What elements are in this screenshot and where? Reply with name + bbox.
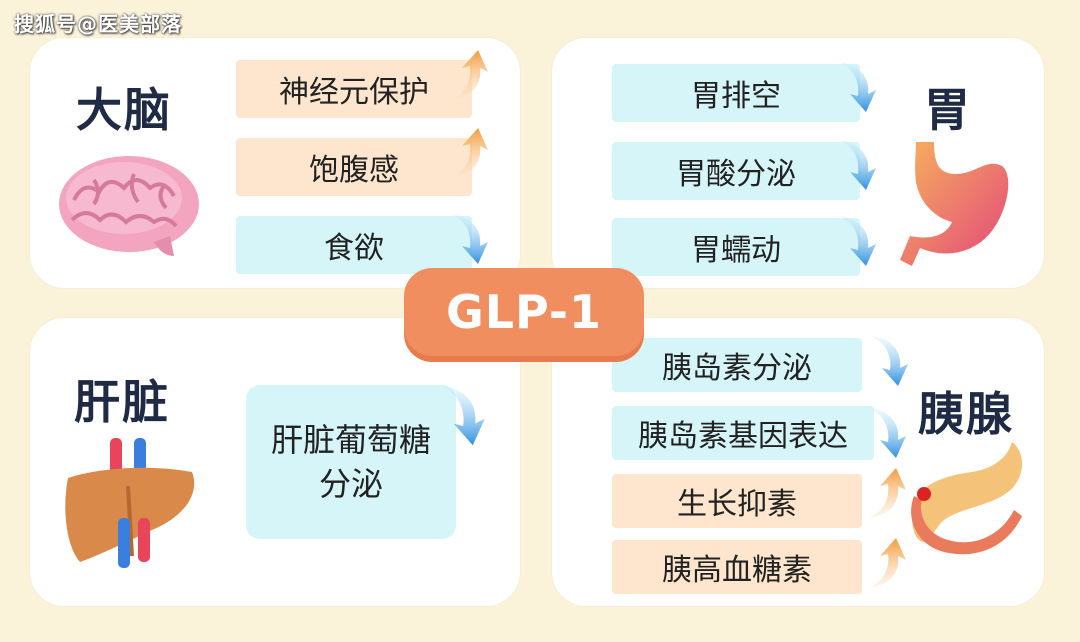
brain-item-satiety: 饱腹感 [236, 138, 472, 196]
stomach-item-label: 胃排空 [691, 79, 781, 114]
stomach-title: 胃 [924, 83, 972, 137]
pancreas-item-somatostatin: 生长抑素 [612, 474, 862, 528]
brain-item-neuroprotection: 神经元保护 [236, 60, 472, 118]
up-arrow-icon [444, 48, 494, 104]
pancreas-item-label: 生长抑素 [677, 487, 797, 522]
liver-glucose-output-box: 肝脏葡萄糖 分泌 [246, 385, 456, 539]
stomach-item-label: 胃酸分泌 [676, 157, 796, 192]
stomach-item-emptying: 胃排空 [612, 64, 860, 122]
down-arrow-icon [432, 380, 492, 448]
down-arrow-icon [832, 212, 882, 268]
pancreas-item-insulin-secretion: 胰岛素分泌 [612, 338, 862, 392]
up-arrow-icon [862, 466, 912, 522]
down-arrow-icon [864, 332, 914, 388]
liver-item-line2: 分泌 [318, 465, 383, 503]
up-arrow-icon [444, 126, 494, 182]
pancreas-item-label: 胰岛素分泌 [662, 351, 812, 386]
brain-item-appetite: 食欲 [236, 216, 472, 274]
up-arrow-icon [862, 536, 912, 592]
liver-title: 肝脏 [74, 375, 170, 429]
pancreas-item-insulin-gene-expression: 胰岛素基因表达 [612, 406, 874, 460]
stomach-item-acid: 胃酸分泌 [612, 142, 860, 200]
stomach-item-label: 胃蠕动 [691, 233, 781, 268]
pancreas-icon [911, 442, 1023, 555]
brain-item-label: 食欲 [324, 231, 384, 266]
stomach-icon [900, 142, 1009, 266]
liver-item-line1: 肝脏葡萄糖 [270, 421, 431, 459]
liver-icon [65, 438, 195, 568]
down-arrow-icon [862, 404, 912, 460]
stomach-item-motility: 胃蠕动 [612, 218, 860, 276]
down-arrow-icon [832, 58, 882, 114]
pancreas-item-glucagon: 胰高血糖素 [612, 540, 862, 594]
pancreas-item-label: 胰高血糖素 [662, 553, 812, 588]
watermark: 搜狐号@医美部落 [14, 12, 182, 36]
pancreas-item-label: 胰岛素基因表达 [638, 419, 848, 454]
down-arrow-icon [832, 136, 882, 192]
brain-item-label: 神经元保护 [279, 75, 429, 110]
brain-icon [59, 156, 199, 256]
glp1-center-label: GLP-1 [404, 268, 644, 356]
brain-item-label: 饱腹感 [309, 153, 399, 188]
brain-title: 大脑 [76, 83, 172, 137]
pancreas-title: 胰腺 [918, 387, 1014, 441]
down-arrow-icon [444, 210, 494, 266]
